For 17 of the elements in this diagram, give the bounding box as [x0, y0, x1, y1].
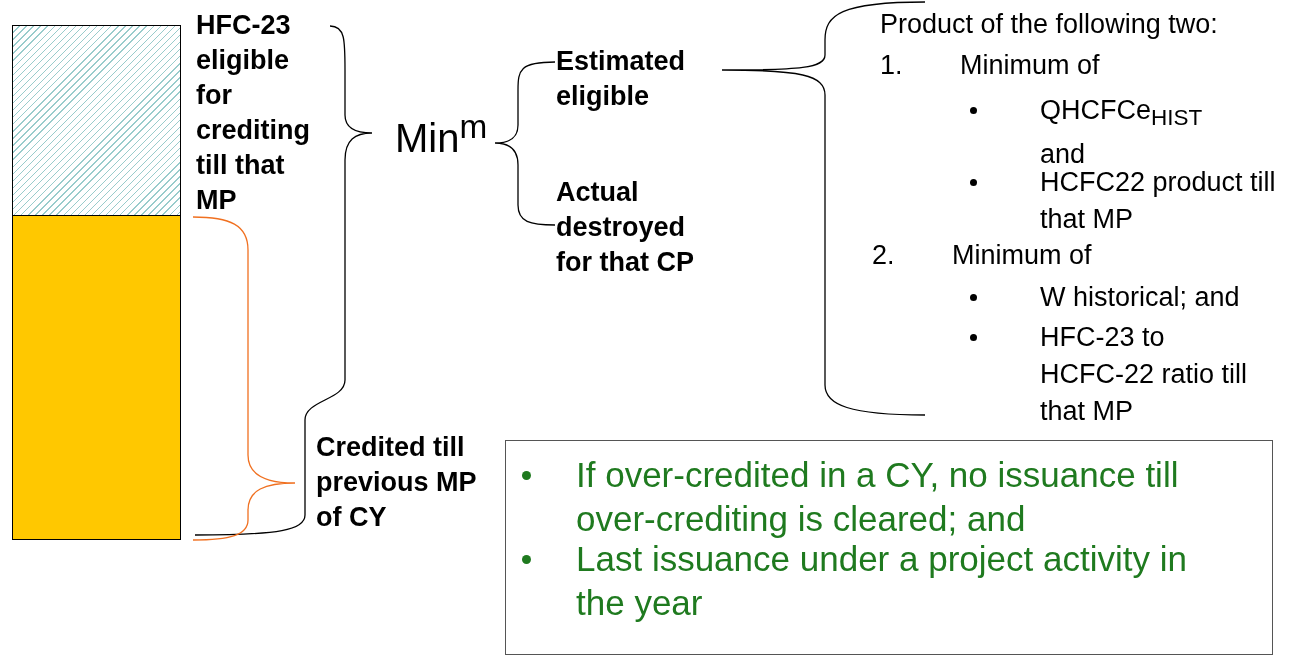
label-text: Estimated eligible	[556, 45, 687, 113]
hatched-bar-segment	[12, 25, 181, 216]
list-item-text: Minimum of	[952, 239, 1093, 272]
label-text: Min$^{m}$	[395, 107, 489, 163]
label-text: Actual destroyed for that CP	[556, 176, 695, 279]
bullet-text: Last issuance under a project activity in the year	[576, 538, 1188, 624]
list-number: 1.	[880, 49, 904, 82]
label-text: HFC-23 eligible for crediting till that MP	[196, 9, 311, 217]
list-number: 2.	[872, 239, 896, 272]
label-text: Credited till previous MP of CY	[316, 431, 478, 534]
list-item-text: W historical; and	[1040, 281, 1241, 314]
list-item-text: HFC-23 to HCFC-22 ratio till that MP	[1040, 321, 1249, 428]
list-item-text: Minimum of	[960, 49, 1101, 82]
filled-bar-segment	[12, 215, 181, 540]
label-text: Product of the following two:	[880, 8, 1219, 41]
bullet-text: If over-credited in a CY, no issuance till over-crediting is cleared; and	[576, 454, 1180, 540]
note-box	[505, 440, 1273, 655]
